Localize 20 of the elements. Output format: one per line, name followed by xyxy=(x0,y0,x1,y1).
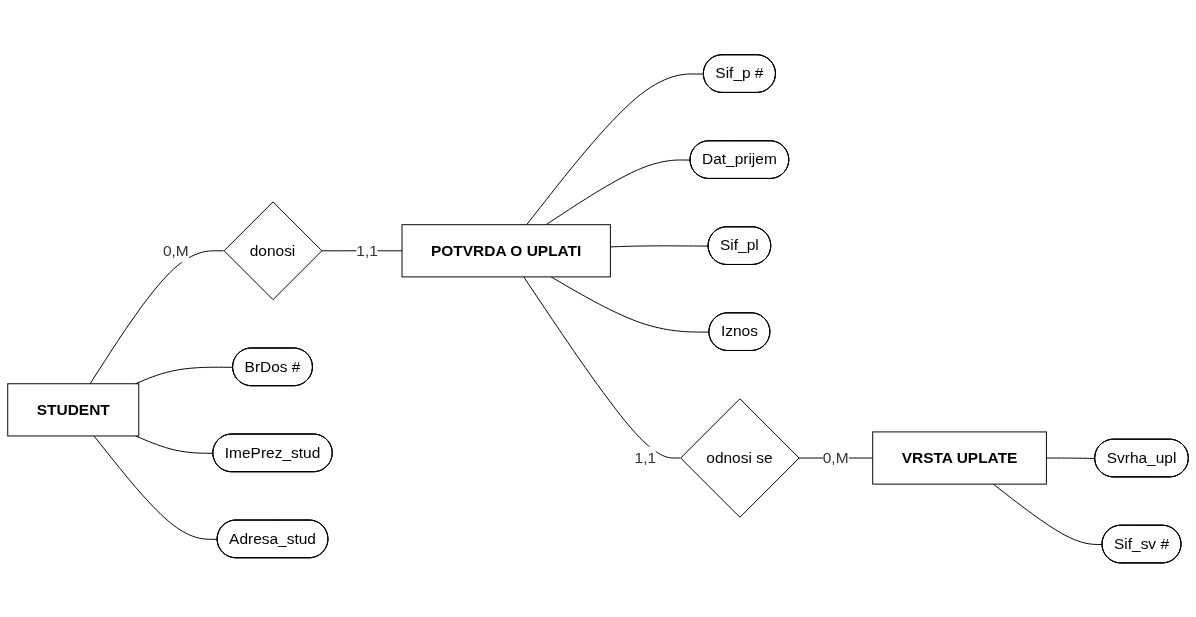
connector xyxy=(992,483,1103,545)
connector xyxy=(89,250,225,384)
connector xyxy=(550,276,710,333)
edge-label: 0,M xyxy=(162,241,189,259)
node-box: STUDENT xyxy=(7,382,140,437)
connector xyxy=(320,250,403,251)
edge-label: 0,M xyxy=(822,449,849,466)
connector xyxy=(93,435,219,540)
edge-label: 1,1 xyxy=(356,241,378,259)
connector xyxy=(135,435,214,454)
connector xyxy=(609,245,710,248)
node-box: POTVRDA O UPLATI xyxy=(401,223,611,278)
connector xyxy=(526,73,705,225)
connector xyxy=(545,159,692,225)
node-box: VRSTA UPLATE xyxy=(872,431,1047,485)
edge-label: 1,1 xyxy=(634,449,657,466)
connector xyxy=(523,276,681,459)
node-diamond: odnosi se xyxy=(680,398,800,518)
connector xyxy=(1045,457,1096,459)
node-diamond: donosi xyxy=(223,201,323,300)
